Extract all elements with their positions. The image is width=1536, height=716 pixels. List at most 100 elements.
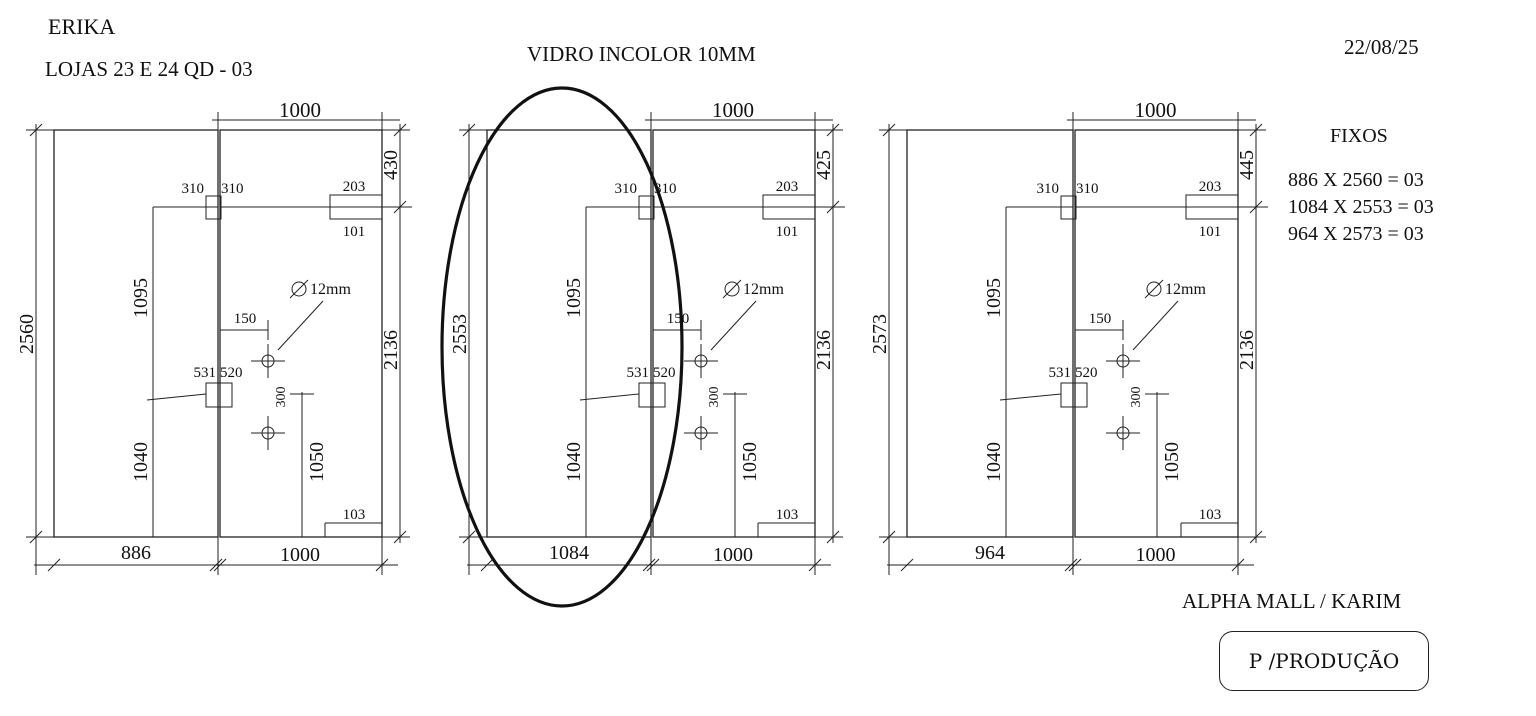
- dimension-tick: [462, 123, 476, 137]
- fixed-glass-outline: [53, 129, 219, 538]
- handle-offset-label: 150: [1089, 311, 1112, 327]
- inner-dimension-ext: [579, 393, 640, 401]
- handle-height-label: 1050: [739, 442, 761, 482]
- dimension-tick: [213, 558, 227, 572]
- fixed-glass-outline: [486, 129, 652, 538]
- handle-height-label: 1050: [306, 442, 328, 482]
- hinge-mid-right-label: 520: [220, 365, 243, 381]
- diameter-icon: [724, 281, 740, 297]
- diameter-leader-line: [710, 300, 757, 351]
- door-height-label: 2136: [813, 330, 835, 370]
- upper-height-label: 1095: [983, 278, 1005, 318]
- lock-top-label: 203: [776, 179, 799, 195]
- door-glass-outline: [652, 129, 816, 538]
- lower-height-label: 1040: [983, 442, 1005, 482]
- inner-dimension-ext: [999, 393, 1062, 401]
- dimension-tick: [826, 530, 840, 544]
- lower-height-label: 1040: [130, 442, 152, 482]
- door-width-label: 1000: [713, 544, 753, 566]
- handle-height-label: 1050: [1161, 442, 1183, 482]
- fixed-width-label: 1084: [549, 542, 589, 564]
- door-height-label: 2136: [1236, 330, 1258, 370]
- lock-box-icon: [762, 194, 816, 220]
- total-height-label: 2560: [16, 314, 38, 354]
- lock-bottom-label: 101: [776, 224, 799, 240]
- lock-top-label: 203: [343, 179, 366, 195]
- client-name: ERIKA: [48, 14, 116, 39]
- hole-diameter-label: 12mm: [743, 281, 784, 298]
- dimension-tick: [393, 123, 407, 137]
- hinge-mid-icon: [205, 382, 233, 408]
- hinge-mid-right-label: 520: [653, 365, 676, 381]
- company-text: ALPHA MALL / KARIM: [1182, 589, 1402, 613]
- hinge-top-right-label: 310: [221, 181, 244, 197]
- hinge-mid-left-label: 531: [627, 365, 650, 381]
- floor-lock-label: 103: [1199, 507, 1222, 523]
- lock-box-icon: [329, 194, 383, 220]
- dimension-tick: [900, 558, 914, 572]
- dimension-tick: [882, 123, 896, 137]
- fixed-width-label: 886: [121, 542, 151, 564]
- lock-bottom-label: 101: [343, 224, 366, 240]
- dimension-tick: [29, 530, 43, 544]
- hinge-mid-icon: [638, 382, 666, 408]
- dimension-tick: [480, 558, 494, 572]
- fixed-width-label: 964: [975, 542, 1005, 564]
- hole-diameter-label: 12mm: [1165, 281, 1206, 298]
- door-panel-1: 1000 886 1000 2560 430 2136 1095 1040 310 310 203 1…: [16, 98, 412, 575]
- fixed-glass-outline: [906, 129, 1074, 538]
- upper-height-label: 1095: [563, 278, 585, 318]
- top-gap-label: 430: [380, 150, 402, 180]
- dimension-tick: [1249, 123, 1263, 137]
- location-text: LOJAS 23 E 24 QD - 03: [45, 57, 253, 81]
- handle-offset-label: 150: [667, 311, 690, 327]
- dimension-tick: [1064, 558, 1078, 572]
- hinge-mid-left-label: 531: [194, 365, 217, 381]
- dimension-tick: [393, 530, 407, 544]
- hinge-top-left-label: 310: [1037, 181, 1060, 197]
- diameter-icon: [291, 281, 307, 297]
- inner-dimension-ext: [146, 393, 207, 401]
- hinge-mid-icon: [1060, 382, 1088, 408]
- fixos-title: FIXOS: [1330, 125, 1388, 147]
- production-stamp: P /PRODUÇÃO: [1219, 631, 1429, 691]
- dimension-tick: [393, 200, 407, 214]
- diameter-icon: [1144, 279, 1164, 299]
- diameter-icon: [722, 279, 742, 299]
- top-gap-label: 425: [813, 150, 835, 180]
- hinge-top-left-label: 310: [182, 181, 205, 197]
- dimension-tick: [209, 558, 223, 572]
- dimension-tick: [808, 558, 822, 572]
- upper-height-label: 1095: [130, 278, 152, 318]
- hinge-mid-left-label: 531: [1049, 365, 1072, 381]
- dimension-tick: [642, 558, 656, 572]
- dimension-tick: [882, 530, 896, 544]
- floor-lock-label: 103: [776, 507, 799, 523]
- handle-spacing-label: 300: [1129, 387, 1144, 408]
- door-width-label: 1000: [280, 544, 320, 566]
- door-glass-outline: [219, 129, 383, 538]
- top-width-label: 1000: [279, 98, 321, 122]
- dimension-tick: [1068, 558, 1082, 572]
- dimension-tick: [1249, 200, 1263, 214]
- handle-offset-label: 150: [234, 311, 257, 327]
- hole-diameter-label: 12mm: [310, 281, 351, 298]
- dimension-tick: [826, 200, 840, 214]
- dimension-tick: [462, 530, 476, 544]
- date-text: 22/08/25: [1344, 35, 1419, 59]
- lock-bottom-label: 101: [1199, 224, 1222, 240]
- diameter-icon: [1146, 281, 1162, 297]
- production-stamp-label: P /PRODUÇÃO: [1248, 649, 1400, 673]
- dimension-tick: [1249, 530, 1263, 544]
- lower-height-label: 1040: [563, 442, 585, 482]
- door-height-label: 2136: [380, 330, 402, 370]
- total-height-label: 2553: [449, 314, 471, 354]
- top-gap-label: 445: [1236, 150, 1258, 180]
- fixos-item: 964 X 2573 = 03: [1288, 223, 1424, 245]
- floor-lock-label: 103: [343, 507, 366, 523]
- handle-spacing-label: 300: [707, 387, 722, 408]
- dimension-tick: [47, 558, 61, 572]
- lock-box-icon: [1185, 194, 1239, 220]
